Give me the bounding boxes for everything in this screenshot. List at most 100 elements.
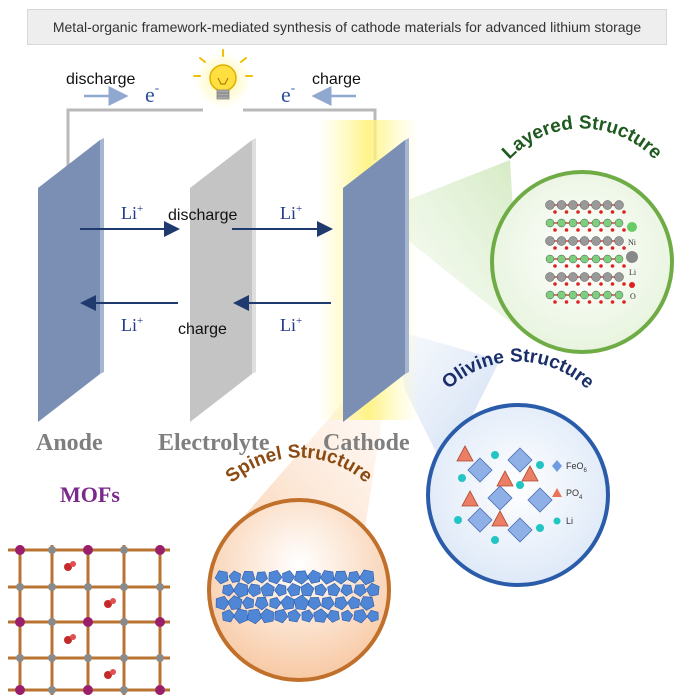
legend-ni-label: Ni [628,238,637,247]
cathode-label: Cathode [323,430,410,456]
layered-structure-title: Layered Structure [498,112,666,163]
spinel-particle [269,596,282,610]
layered-oxygen [587,228,592,232]
layered-atom [568,236,578,246]
layered-atom [557,254,566,264]
legend-li-dot [553,517,561,525]
li-atom [536,461,544,469]
legend-feo6-label: FeO6 [566,461,588,474]
layered-oxygen [587,246,592,250]
layered-atom [614,272,624,282]
layered-legend: Ni Li O [626,222,638,301]
spinel-particle [359,569,375,586]
mof-node [16,654,24,662]
layered-structure-panel: Layered Structure Ni Li O [490,112,674,354]
layered-oxygen [576,264,580,268]
mof-node [48,546,56,554]
circuit-discharge-label: discharge [66,71,135,88]
spinel-particle [353,609,368,624]
mof-node [83,685,93,695]
mof-node [15,545,25,555]
layered-oxygen [599,282,603,286]
layered-oxygen [553,264,557,268]
spinel-particle [347,570,361,584]
layered-oxygen [622,264,626,268]
ion-charge-label: charge [178,321,227,338]
olivine-crystal-model [454,445,553,544]
electron-right-label: e- [281,80,295,107]
layered-oxygen [587,282,592,286]
layered-oxygen [622,282,626,286]
legend-po4-label: PO4 [566,488,583,501]
legend-ni-dot [627,222,637,232]
mof-node [83,545,93,555]
mof-lattice-model [8,545,170,695]
legend-o-dot [629,282,635,288]
mof-node [16,583,24,591]
layered-crystal-model [545,200,626,304]
layered-atom [603,254,612,264]
layered-atom [614,290,624,300]
layered-atom [603,218,612,228]
layered-atom [568,254,578,264]
po4-tetrahedron [461,490,479,507]
spinel-particle [274,583,287,597]
layered-atom [579,272,590,282]
li-atom [454,516,462,524]
po4-tetrahedron [491,510,509,527]
layered-atom [557,290,566,300]
layered-atom [545,200,555,210]
spinel-particle [293,594,310,611]
spinel-particle [227,595,243,611]
olivine-legend: FeO6 PO4 Li [552,460,588,526]
layered-oxygen [599,264,603,268]
layered-atom [614,200,624,210]
layered-atom [614,218,624,228]
spinel-particle [280,595,295,610]
spinel-particle [313,608,328,623]
spinel-particle [319,570,335,585]
mof-node [120,546,128,554]
spinel-particle [314,583,328,597]
layered-oxygen [553,282,557,286]
spinel-particle [347,596,361,610]
layered-atom [614,236,624,246]
layered-oxygen [610,300,615,304]
spinel-structure-panel: Spinel Structure [207,441,391,682]
layered-atom [545,290,555,300]
mof-node [48,618,56,626]
spinel-particle [268,569,283,585]
layered-atom [545,272,555,282]
mof-node [156,583,164,591]
layered-oxygen [564,282,569,286]
mof-node [155,685,165,695]
layered-atom [568,200,578,210]
li-atom [458,474,466,482]
spinel-particle [255,571,268,584]
mof-guest [104,671,112,679]
layered-atom [603,290,612,300]
po4-tetrahedron [521,465,539,482]
mof-node [48,583,56,591]
circuit-charge-label: charge [312,71,361,88]
layered-atom [580,218,589,228]
layered-atom [545,254,555,264]
legend-po4-icon [552,488,562,497]
spinel-particle [353,584,367,597]
spinel-particle [307,569,321,584]
spinel-particle [241,596,255,610]
mof-node [48,686,56,694]
feo6-octahedron [467,457,493,483]
feo6-octahedron [527,487,553,513]
spinel-particle-cluster [214,569,380,625]
layered-oxygen [576,282,580,286]
layered-oxygen [599,228,603,232]
li-atom [491,451,499,459]
layered-oxygen [576,210,580,214]
spinel-particle [327,583,341,597]
spinel-particle [334,596,348,611]
layered-atom [579,200,590,210]
electron-left-label: e- [145,80,159,107]
light-bulb-icon [193,49,253,108]
layered-atom [614,254,624,264]
